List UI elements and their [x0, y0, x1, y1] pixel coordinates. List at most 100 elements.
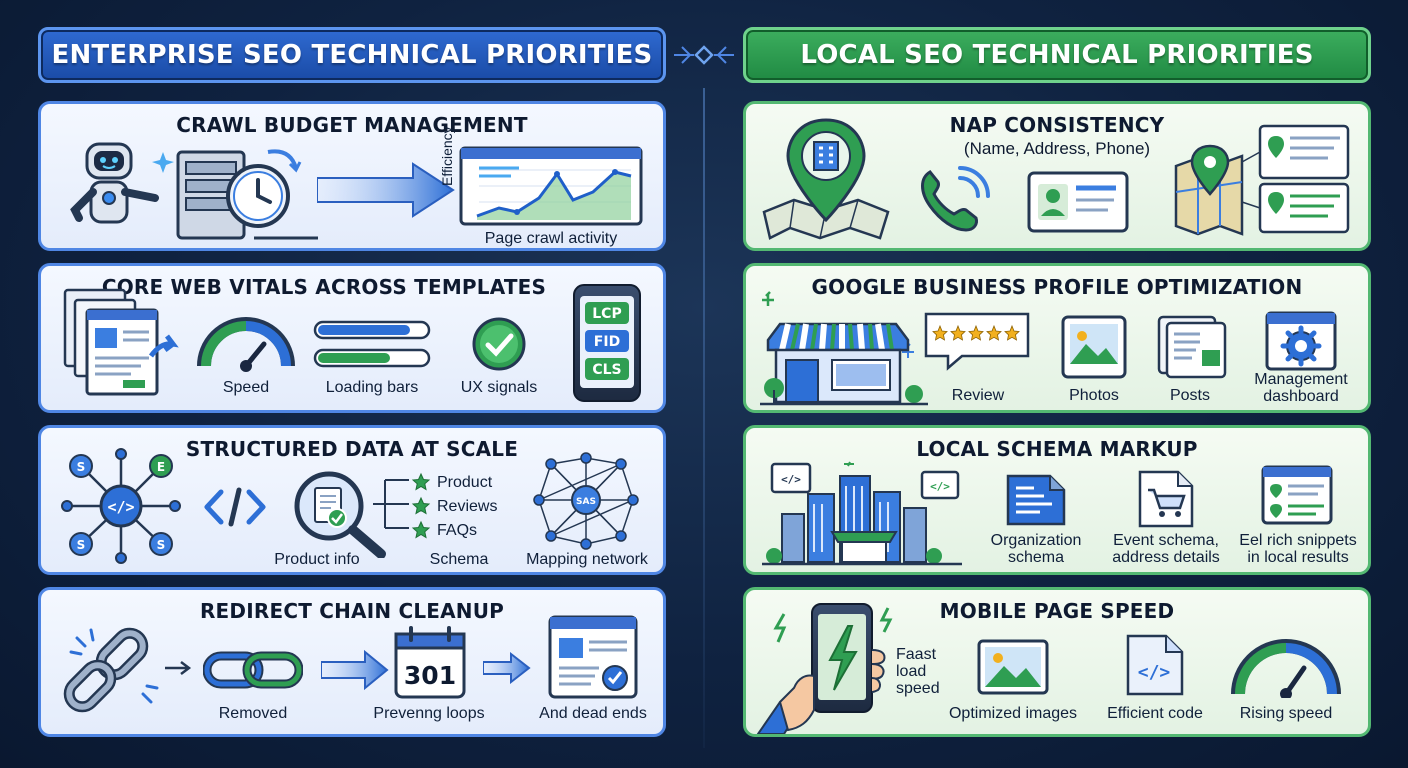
event-schema-cart-icon — [1138, 470, 1194, 528]
nap-consistency-panel: NAP CONSISTENCY (Name, Address, Phone) — [743, 101, 1371, 251]
node-letter: S — [77, 460, 86, 474]
page-templates-icon — [63, 288, 179, 396]
svg-text:</>: </> — [107, 498, 134, 516]
robot-icon — [70, 142, 174, 224]
enterprise-header: ENTERPRISE SEO TECHNICAL PRIORITIES — [38, 27, 666, 83]
speed-gauge-icon — [197, 317, 295, 372]
redirect-chain-title: REDIRECT CHAIN CLEANUP — [199, 599, 505, 623]
contact-card-icon — [1027, 171, 1129, 233]
posts-icon — [1157, 315, 1227, 379]
page-crawl-activity-label: Page crawl activity — [484, 230, 618, 247]
redirect-chain-panel: REDIRECT CHAIN CLEANUP Removed 301 Pre — [38, 587, 666, 737]
svg-text:</>: </> — [781, 473, 801, 486]
fast-load-speed-label: Faast load speed — [896, 646, 940, 697]
local-schema-panel: LOCAL SCHEMA MARKUP </> </> Organiza — [743, 425, 1371, 575]
rising-speed-label: Rising speed — [1239, 705, 1333, 722]
photos-label: Photos — [1069, 387, 1119, 404]
ux-check-icon — [472, 317, 526, 371]
speed-label: Speed — [222, 379, 270, 396]
review-label: Review — [951, 387, 1005, 404]
location-pin-map-icon — [762, 118, 890, 240]
enterprise-column: ENTERPRISE SEO TECHNICAL PRIORITIES CRAW… — [38, 0, 666, 768]
schema-label: Schema — [429, 551, 489, 568]
management-dashboard-label: Management dashboard — [1254, 371, 1348, 405]
rich-snippets-icon — [1261, 465, 1333, 525]
review-stars-icon — [924, 312, 1030, 371]
local-header: LOCAL SEO TECHNICAL PRIORITIES — [743, 27, 1371, 83]
server-clock-icon — [176, 149, 318, 240]
local-column: LOCAL SEO TECHNICAL PRIORITIES NAP CONSI… — [743, 0, 1371, 768]
mobile-page-speed-title: MOBILE PAGE SPEED — [939, 599, 1175, 623]
nap-consistency-subtitle: (Name, Address, Phone) — [963, 139, 1151, 158]
preventing-loops-label: Prevenng loops — [373, 705, 485, 722]
event-schema-label: Event schema, address details — [1112, 532, 1220, 566]
calendar-301-icon: 301 — [394, 626, 466, 699]
loading-bars-label: Loading bars — [325, 379, 419, 396]
loading-bars-icon — [313, 320, 431, 368]
schema-item-reviews: Reviews — [437, 498, 498, 515]
local-schema-title: LOCAL SCHEMA MARKUP — [916, 437, 1198, 461]
code-brackets-icon — [204, 487, 266, 527]
schema-bracket-icon — [373, 479, 409, 529]
webpage-check-icon — [548, 615, 638, 699]
arrow-right-icon — [317, 162, 455, 218]
divider-ornament-icon — [674, 45, 734, 65]
map-locations-icon — [1174, 124, 1350, 236]
schema-item-faqs: FAQs — [437, 522, 478, 539]
product-info-label: Product info — [274, 551, 360, 568]
photos-icon — [1061, 315, 1127, 379]
efficiency-axis-label: Efficiency — [439, 126, 455, 186]
node-letter: S — [77, 538, 86, 552]
svg-text:</>: </> — [930, 480, 950, 493]
mobile-page-speed-panel: MOBILE PAGE SPEED Faast load speed Optim… — [743, 587, 1371, 737]
node-letter: S — [157, 538, 166, 552]
code-hub-network-icon: </> S E S S — [61, 448, 181, 564]
core-web-vitals-panel: CORE WEB VITALS ACROSS TEMPLATES Speed L… — [38, 263, 666, 413]
city-code-icon: </> </> — [762, 461, 962, 566]
dead-ends-label: And dead ends — [539, 705, 647, 722]
phone-call-icon — [921, 166, 990, 232]
dashboard-gear-icon — [1265, 311, 1337, 371]
hand-phone-lightning-icon — [756, 603, 893, 734]
mapping-network-label: Mapping network — [526, 551, 648, 568]
core-web-vitals-title: CORE WEB VITALS ACROSS TEMPLATES — [101, 275, 547, 299]
crawl-budget-panel: CRAWL BUDGET MANAGEMENT Ef — [38, 101, 666, 251]
gbp-title: GOOGLE BUSINESS PROFILE OPTIMIZATION — [811, 275, 1303, 299]
optimized-images-label: Optimized images — [948, 705, 1078, 722]
removed-label: Removed — [218, 705, 288, 722]
ux-signals-label: UX signals — [460, 379, 538, 396]
column-divider — [703, 88, 705, 748]
network-center-label: SAS — [576, 497, 596, 507]
cls-badge: CLS — [592, 362, 621, 378]
efficient-code-label: Efficient code — [1107, 705, 1203, 722]
crawl-budget-title: CRAWL BUDGET MANAGEMENT — [176, 113, 528, 137]
optimized-images-icon — [977, 639, 1049, 695]
redirect-code: 301 — [404, 661, 456, 690]
lcp-badge: LCP — [592, 306, 621, 322]
efficient-code-icon: </> — [1126, 634, 1184, 696]
google-business-profile-panel: GOOGLE BUSINESS PROFILE OPTIMIZATION — [743, 263, 1371, 413]
structured-data-title: STRUCTURED DATA AT SCALE — [185, 437, 519, 461]
storefront-icon — [760, 291, 928, 406]
gradient-arrow-icon — [483, 652, 531, 684]
broken-chain-icon — [63, 627, 159, 713]
posts-label: Posts — [1169, 387, 1210, 404]
nap-consistency-title: NAP CONSISTENCY — [949, 113, 1165, 137]
organization-schema-icon — [1006, 474, 1066, 526]
fid-badge: FID — [594, 334, 620, 350]
chain-links-icon — [203, 651, 303, 689]
node-letter: E — [157, 460, 165, 474]
gradient-arrow-icon — [321, 649, 389, 691]
schema-star-icons — [411, 472, 431, 539]
rich-snippets-label: Eel rich snippets in local results — [1239, 532, 1357, 566]
organization-schema-label: Organization schema — [990, 532, 1082, 566]
small-arrow-icon — [165, 661, 192, 675]
mapping-network-icon: SAS — [533, 452, 639, 550]
rising-speed-gauge-icon — [1231, 639, 1341, 698]
crawl-chart-icon — [459, 146, 643, 226]
structured-data-panel: STRUCTURED DATA AT SCALE </> S E S S — [38, 425, 666, 575]
schema-item-product: Product — [437, 474, 493, 491]
phone-vitals-icon: LCP FID CLS — [573, 284, 641, 402]
svg-text:</>: </> — [1138, 662, 1171, 683]
magnifier-document-icon — [294, 471, 386, 558]
